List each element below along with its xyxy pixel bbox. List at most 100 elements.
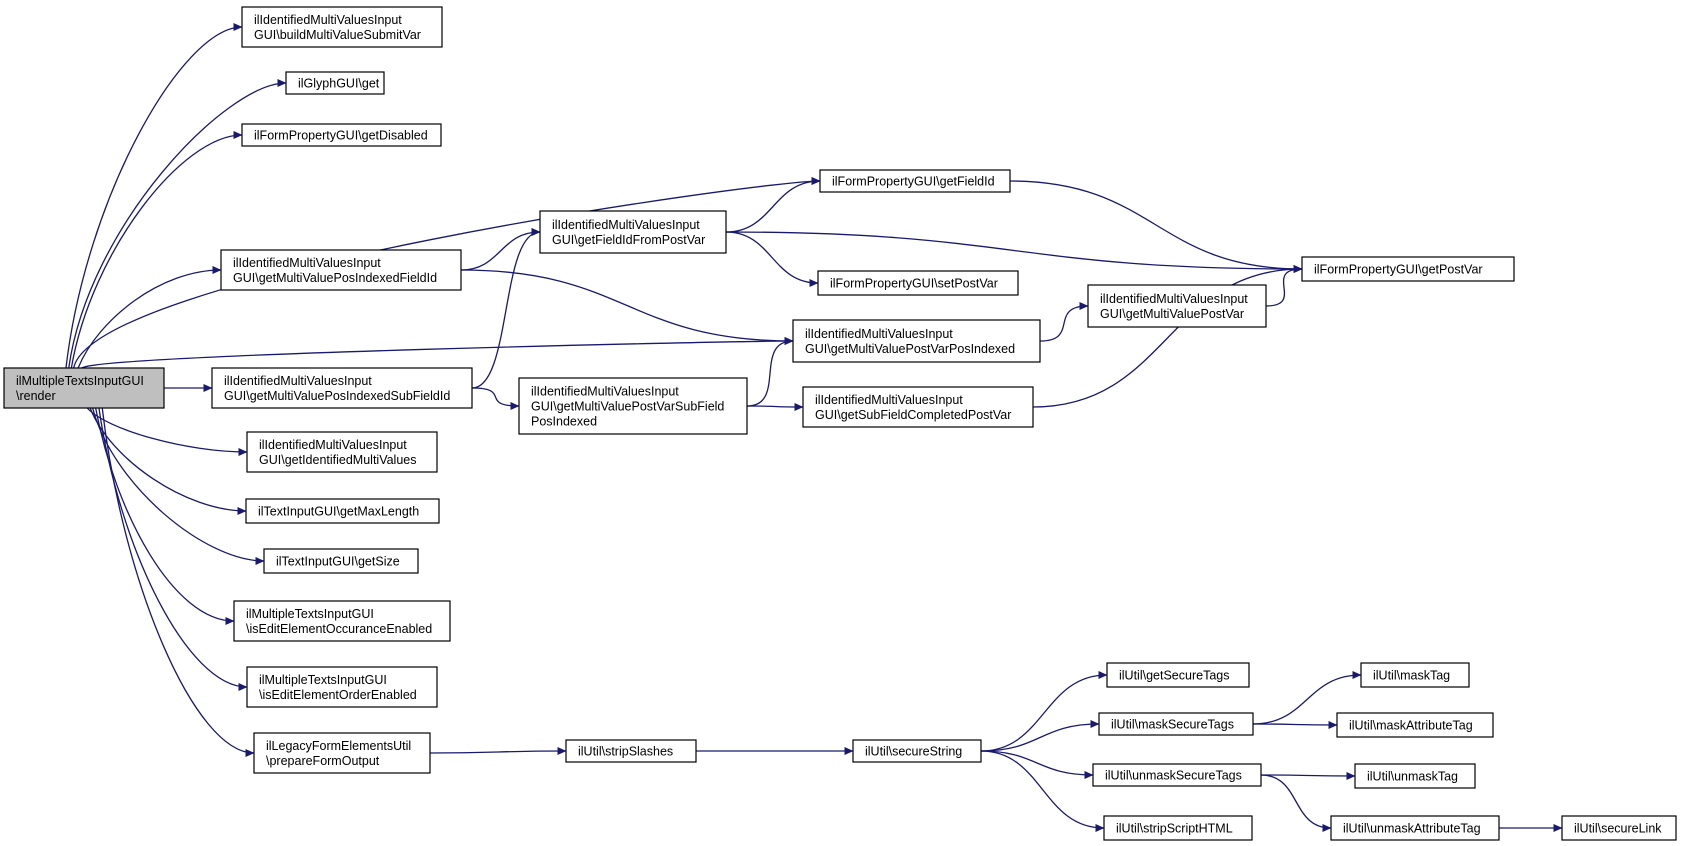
node-box [1301, 256, 1515, 282]
node-unmaskTag[interactable]: ilUtil\unmaskTag [1354, 763, 1476, 789]
node-prepareFormOutput[interactable]: ilLegacyFormElementsUtil\prepareFormOutp… [253, 732, 431, 774]
node-box [817, 270, 1019, 296]
node-box [1561, 815, 1677, 841]
node-getDisabled[interactable]: ilFormPropertyGUI\getDisabled [241, 123, 442, 147]
node-getMultiValuePosIndexedFieldId[interactable]: ilIdentifiedMultiValuesInputGUI\getMulti… [220, 249, 462, 291]
node-box [263, 548, 419, 574]
node-label-line: ilFormPropertyGUI\getPostVar [1314, 263, 1483, 277]
node-secureString[interactable]: ilUtil\secureString [852, 739, 982, 763]
node-label-line: ilMultipleTextsInputGUI [259, 673, 387, 687]
node-maskTag[interactable]: ilUtil\maskTag [1360, 662, 1470, 688]
node-box [518, 377, 748, 435]
node-label-line: ilUtil\getSecureTags [1119, 669, 1229, 683]
node-box [1354, 763, 1476, 789]
node-isEditElementOrderEnabled[interactable]: ilMultipleTextsInputGUI\isEditElementOrd… [246, 666, 438, 708]
nodes-layer: ilMultipleTextsInputGUI\renderilIdentifi… [3, 6, 1677, 841]
node-getSize[interactable]: ilTextInputGUI\getSize [263, 548, 419, 574]
node-label-line: ilFormPropertyGUI\getFieldId [832, 175, 995, 189]
node-getMultiValuePostVarSubFieldPosIndexed[interactable]: ilIdentifiedMultiValuesInputGUI\getMulti… [518, 377, 748, 435]
node-stripScriptHTML[interactable]: ilUtil\stripScriptHTML [1103, 815, 1253, 841]
node-label-line: ilLegacyFormElementsUtil [266, 739, 411, 753]
node-maskAttributeTag[interactable]: ilUtil\maskAttributeTag [1336, 712, 1494, 738]
node-box [1098, 712, 1254, 736]
edge-getMultiValuePostVar-to-getPostVar [1265, 264, 1303, 307]
node-label-line: ilIdentifiedMultiValuesInput [259, 438, 407, 452]
node-label-line: GUI\getMultiValuePosIndexedSubFieldId [224, 389, 450, 403]
node-render[interactable]: ilMultipleTextsInputGUI\render [3, 367, 165, 409]
node-label-line: ilUtil\unmaskTag [1367, 770, 1458, 784]
node-label-line: ilUtil\secureLink [1574, 822, 1662, 836]
edge-render-to-getMaxLength [89, 407, 247, 516]
node-label-line: ilIdentifiedMultiValuesInput [531, 385, 679, 399]
edge-render-to-isEditElementOccuranceEnabled [95, 407, 235, 626]
node-label-line: GUI\getSubFieldCompletedPostVar [815, 408, 1011, 422]
edge-getFieldIdFromPostVar-to-setPostVar [725, 231, 819, 288]
node-unmaskAttributeTag[interactable]: ilUtil\unmaskAttributeTag [1330, 815, 1500, 841]
node-box [233, 600, 451, 642]
node-label-line: ilTextInputGUI\getSize [276, 555, 400, 569]
node-label-line: ilIdentifiedMultiValuesInput [815, 393, 963, 407]
node-box [852, 739, 982, 763]
node-box [565, 739, 697, 763]
node-box [1106, 662, 1250, 688]
node-getMultiValuePostVar[interactable]: ilIdentifiedMultiValuesInputGUI\getMulti… [1087, 284, 1267, 328]
node-label-line: ilIdentifiedMultiValuesInput [552, 218, 700, 232]
node-getMultiValuePosIndexedSubFieldId[interactable]: ilIdentifiedMultiValuesInputGUI\getMulti… [211, 367, 473, 409]
node-label-line: ilTextInputGUI\getMaxLength [258, 505, 419, 519]
edge-render-to-getFieldId [73, 176, 821, 369]
edge-getFieldIdFromPostVar-to-getFieldId [725, 176, 821, 233]
edge-render-to-prepareFormOutput [101, 407, 255, 758]
edges-layer [65, 22, 1563, 833]
edge-getMultiValuePostVarPosIndexed-to-getMultiValuePostVar [1039, 301, 1089, 342]
node-label-line: GUI\getMultiValuePosIndexedFieldId [233, 271, 437, 285]
node-setPostVar[interactable]: ilFormPropertyGUI\setPostVar [817, 270, 1019, 296]
node-box [3, 367, 165, 409]
node-label-line: ilFormPropertyGUI\setPostVar [830, 277, 998, 291]
node-box [539, 210, 727, 254]
node-label-line: ilIdentifiedMultiValuesInput [224, 374, 372, 388]
node-getSecureTags[interactable]: ilUtil\getSecureTags [1106, 662, 1250, 688]
node-box [1330, 815, 1500, 841]
edge-render-to-getMultiValuePostVarPosIndexed [81, 336, 794, 369]
node-label-line: GUI\getIdentifiedMultiValues [259, 453, 417, 467]
node-box [241, 6, 443, 48]
edge-maskSecureTags-to-maskTag [1252, 670, 1362, 725]
edge-secureString-to-maskSecureTags [980, 719, 1100, 752]
node-box [253, 732, 431, 774]
node-label-line: ilUtil\maskTag [1373, 669, 1450, 683]
node-label-line: ilUtil\unmaskSecureTags [1105, 769, 1242, 783]
edge-render-to-getMultiValuePosIndexedFieldId [77, 265, 222, 369]
edge-getMultiValuePosIndexedFieldId-to-getMultiValuePostVarPosIndexed [460, 269, 794, 346]
edge-render-to-getSize [92, 407, 265, 566]
node-label-line: ilMultipleTextsInputGUI [16, 374, 144, 388]
node-label-line: ilUtil\unmaskAttributeTag [1343, 822, 1481, 836]
node-stripSlashes[interactable]: ilUtil\stripSlashes [565, 739, 697, 763]
node-getFieldId[interactable]: ilFormPropertyGUI\getFieldId [819, 169, 1011, 193]
node-box [1336, 712, 1494, 738]
node-getMultiValuePostVarPosIndexed[interactable]: ilIdentifiedMultiValuesInputGUI\getMulti… [792, 319, 1041, 363]
node-label-line: ilMultipleTextsInputGUI [246, 607, 374, 621]
node-box [211, 367, 473, 409]
node-maskSecureTags[interactable]: ilUtil\maskSecureTags [1098, 712, 1254, 736]
node-getFieldIdFromPostVar[interactable]: ilIdentifiedMultiValuesInputGUI\getField… [539, 210, 727, 254]
edge-getMultiValuePosIndexedFieldId-to-getFieldIdFromPostVar [460, 227, 541, 271]
node-label-line: GUI\getMultiValuePostVarPosIndexed [805, 342, 1015, 356]
node-label-line: ilIdentifiedMultiValuesInput [805, 327, 953, 341]
node-getIdentifiedMultiValues[interactable]: ilIdentifiedMultiValuesInputGUI\getIdent… [246, 431, 438, 473]
node-getPostVar[interactable]: ilFormPropertyGUI\getPostVar [1301, 256, 1515, 282]
node-isEditElementOccuranceEnabled[interactable]: ilMultipleTextsInputGUI\isEditElementOcc… [233, 600, 451, 642]
node-unmaskSecureTags[interactable]: ilUtil\unmaskSecureTags [1092, 763, 1262, 787]
node-box [792, 319, 1041, 363]
node-box [246, 666, 438, 708]
node-getMaxLength[interactable]: ilTextInputGUI\getMaxLength [245, 498, 440, 524]
node-box [245, 498, 440, 524]
edge-getMultiValuePostVarSubFieldPosIndexed-to-getSubFieldCompletedPostVar [746, 402, 804, 412]
node-label-line: \isEditElementOrderEnabled [259, 688, 417, 702]
node-label-line: \render [16, 389, 56, 403]
node-secureLink[interactable]: ilUtil\secureLink [1561, 815, 1677, 841]
node-buildMultiValueSubmitVar[interactable]: ilIdentifiedMultiValuesInputGUI\buildMul… [241, 6, 443, 48]
node-getSubFieldCompletedPostVar[interactable]: ilIdentifiedMultiValuesInputGUI\getSubFi… [802, 386, 1034, 428]
node-label-line: \prepareFormOutput [266, 754, 380, 768]
node-glyph_get[interactable]: ilGlyphGUI\get [285, 71, 385, 95]
